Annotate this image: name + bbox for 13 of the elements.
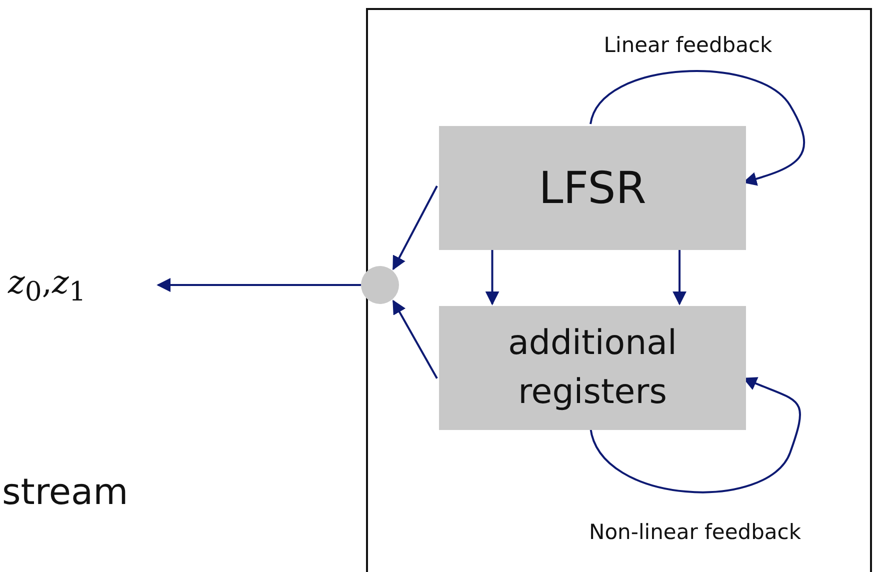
frame-box: [366, 8, 872, 572]
junction-circle: [361, 266, 399, 304]
arrow: [156, 278, 361, 292]
output-label: z$_{0}$,z$_{1}$: [8, 260, 158, 310]
text-label: stream: [1, 472, 130, 513]
arrow: [590, 70, 805, 186]
arrow: [392, 186, 438, 270]
arrow: [392, 300, 438, 379]
register-box: additional registers: [439, 306, 746, 430]
register-box: LFSR: [439, 126, 746, 250]
arrow: [485, 248, 500, 306]
arrow: [590, 376, 801, 494]
arrow: [672, 248, 687, 306]
